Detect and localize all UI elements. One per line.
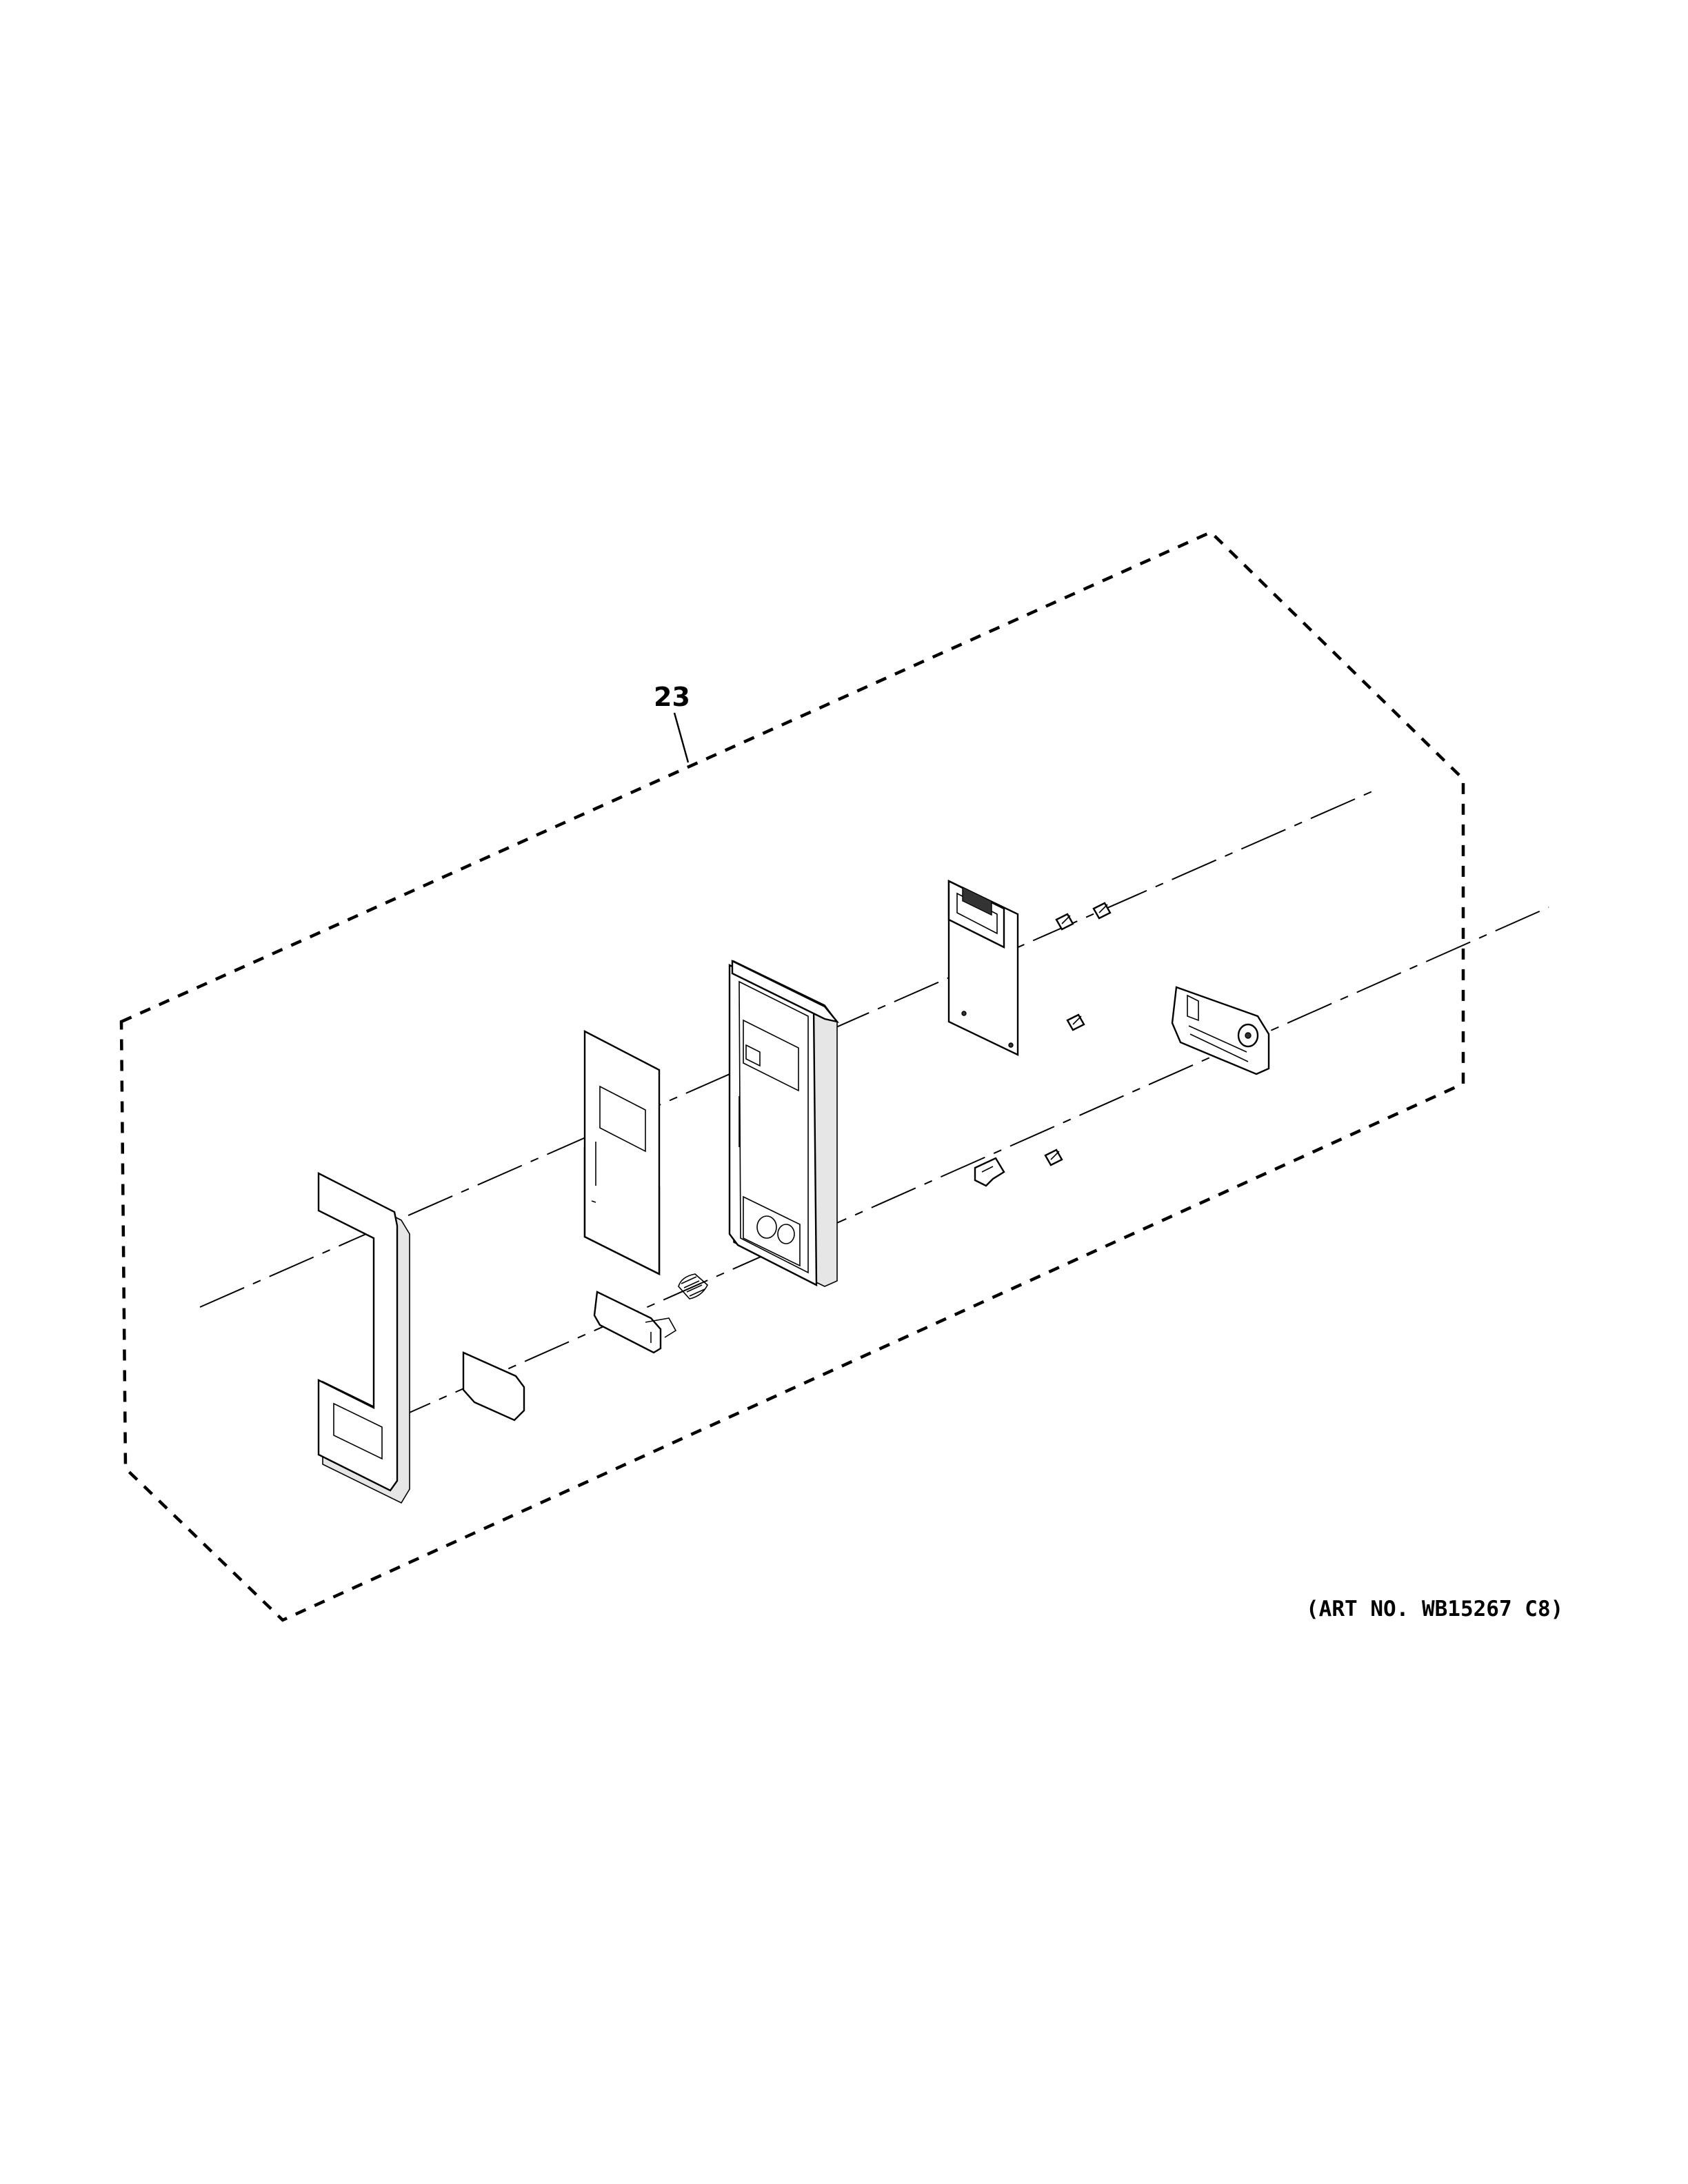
center-line-lower <box>385 907 1549 1424</box>
control-panel-membrane <box>583 1030 661 1275</box>
callout-23: 23 <box>654 682 690 712</box>
door-actuator-motor <box>1171 986 1270 1075</box>
button-spring <box>678 1273 708 1300</box>
control-panel-housing <box>728 960 840 1287</box>
screw-1 <box>1055 913 1074 931</box>
display-digits <box>962 886 992 916</box>
callout-leader-23 <box>673 712 690 763</box>
small-nameplate <box>462 1351 525 1422</box>
screw-2 <box>1092 902 1112 920</box>
screw-4 <box>1044 1149 1063 1166</box>
door-switch-latch <box>974 1157 1005 1187</box>
door-trim-gasket <box>317 1172 410 1504</box>
door-release-button <box>593 1291 677 1354</box>
art-number: (ART NO. WB15267 C8) <box>1306 1597 1563 1621</box>
screw-3 <box>1066 1013 1085 1031</box>
display-circuit-board <box>947 880 1019 1056</box>
